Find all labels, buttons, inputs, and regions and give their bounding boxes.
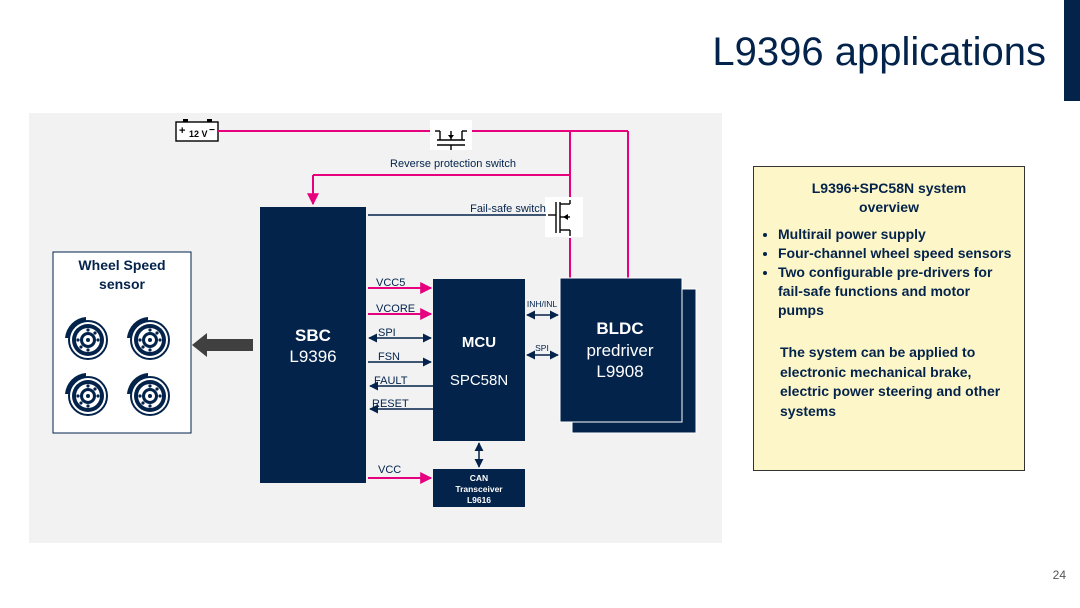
- vcore-label: VCORE: [376, 303, 415, 315]
- fail-safe-label: Fail-safe switch: [470, 203, 546, 215]
- overview-description: The system can be applied to electronic …: [780, 344, 1001, 419]
- sbc-part: L9396: [289, 347, 336, 366]
- battery-label: 12 V: [189, 129, 208, 139]
- mcu-part: SPC58N: [450, 372, 508, 389]
- signal-lines: [368, 310, 559, 468]
- reverse-protection-switch-icon: [430, 120, 472, 150]
- overview-bullet: Two configurable pre-drivers for fail-sa…: [778, 263, 1014, 320]
- overview-bullet: Four-channel wheel speed sensors: [778, 244, 1014, 263]
- inh-inl-label: INH/INL: [527, 299, 558, 309]
- can-title: CAN: [470, 473, 488, 483]
- mcu-block: [433, 279, 525, 441]
- sensor-title-line2: sensor: [99, 276, 145, 292]
- slide-title: L9396 applications: [712, 30, 1046, 74]
- bldc-subtitle: predriver: [586, 341, 653, 360]
- power-lines: [218, 130, 629, 484]
- battery-icon: + 12 V −: [175, 119, 219, 142]
- can-subtitle: Transceiver: [455, 484, 503, 494]
- spi-bldc-label: SPI: [535, 343, 549, 353]
- reset-label: RESET: [372, 398, 409, 410]
- fail-safe-switch-icon: [545, 197, 583, 237]
- vcc5-label: VCC5: [376, 277, 405, 289]
- sbc-block: [260, 207, 366, 483]
- page-number: 24: [1052, 568, 1066, 582]
- can-part: L9616: [467, 495, 491, 505]
- overview-bullets: Multirail power supply Four-channel whee…: [778, 225, 1014, 320]
- accent-bar: [1064, 0, 1080, 101]
- mcu-title: MCU: [462, 334, 496, 351]
- spi-label: SPI: [378, 327, 396, 339]
- overview-title: L9396+SPC58N system overview: [811, 180, 967, 215]
- battery-minus: −: [209, 125, 215, 136]
- bldc-block: [559, 277, 683, 423]
- fault-label: FAULT: [374, 375, 408, 387]
- bldc-part: L9908: [596, 362, 643, 381]
- overview-bullet: Multirail power supply: [778, 225, 1014, 244]
- vcc-label: VCC: [378, 464, 401, 476]
- sbc-title: SBC: [295, 326, 331, 345]
- can-block: [433, 469, 525, 507]
- system-overview-box: L9396+SPC58N system overview Multirail p…: [753, 166, 1025, 471]
- bldc-title: BLDC: [596, 319, 643, 338]
- left-arrow-icon: [192, 333, 253, 357]
- reverse-protection-label: Reverse protection switch: [390, 158, 516, 170]
- battery-plus: +: [179, 125, 185, 137]
- sensor-title-line1: Wheel Speed: [78, 257, 165, 273]
- fsn-label: FSN: [378, 351, 400, 363]
